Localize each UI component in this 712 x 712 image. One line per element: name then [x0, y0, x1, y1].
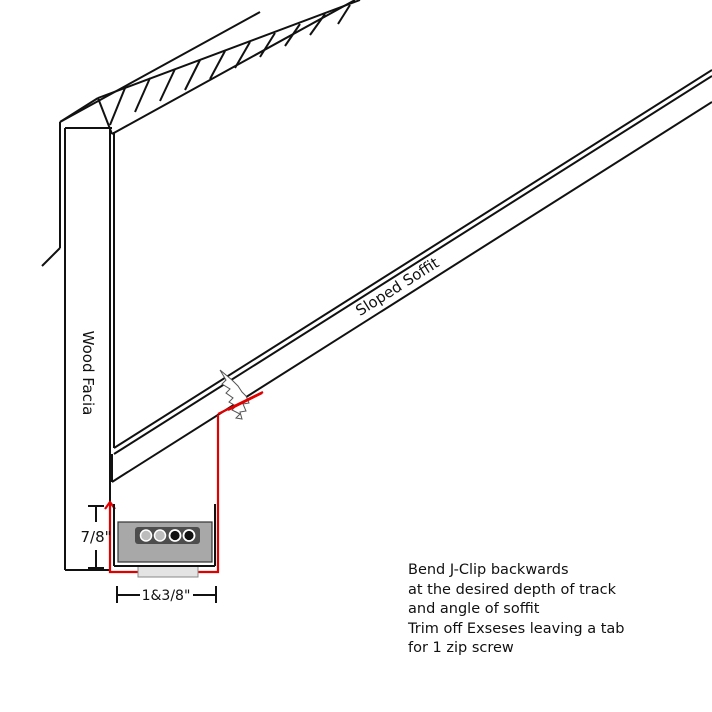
- roof-hatch: [109, 4, 351, 126]
- rafter-framing: [111, 69, 712, 483]
- note-line: and angle of soffit: [408, 601, 540, 617]
- note-line: Bend J-Clip backwards: [408, 562, 569, 578]
- height-dimension: [88, 505, 104, 569]
- note-line: at the desired depth of track: [408, 581, 616, 598]
- sloped-soffit-label: Sloped Soffit: [352, 254, 442, 320]
- width-dimension-label: 1&3/8": [142, 588, 191, 604]
- height-dimension-label: 7/8": [80, 528, 111, 546]
- wood-facia-label: Wood Facia: [79, 331, 97, 416]
- note-line: for 1 zip screw: [408, 640, 514, 656]
- wood-facia-board: [41, 122, 112, 571]
- led-strip-icon: [135, 527, 200, 544]
- note-line: Trim off Exseses leaving a tab: [408, 620, 625, 637]
- width-dimension: [116, 586, 217, 603]
- roof-sheathing: [59, 0, 361, 135]
- installation-note: Bend J-Clip backwards at the desired dep…: [408, 561, 708, 659]
- screw-icon: [219, 369, 250, 420]
